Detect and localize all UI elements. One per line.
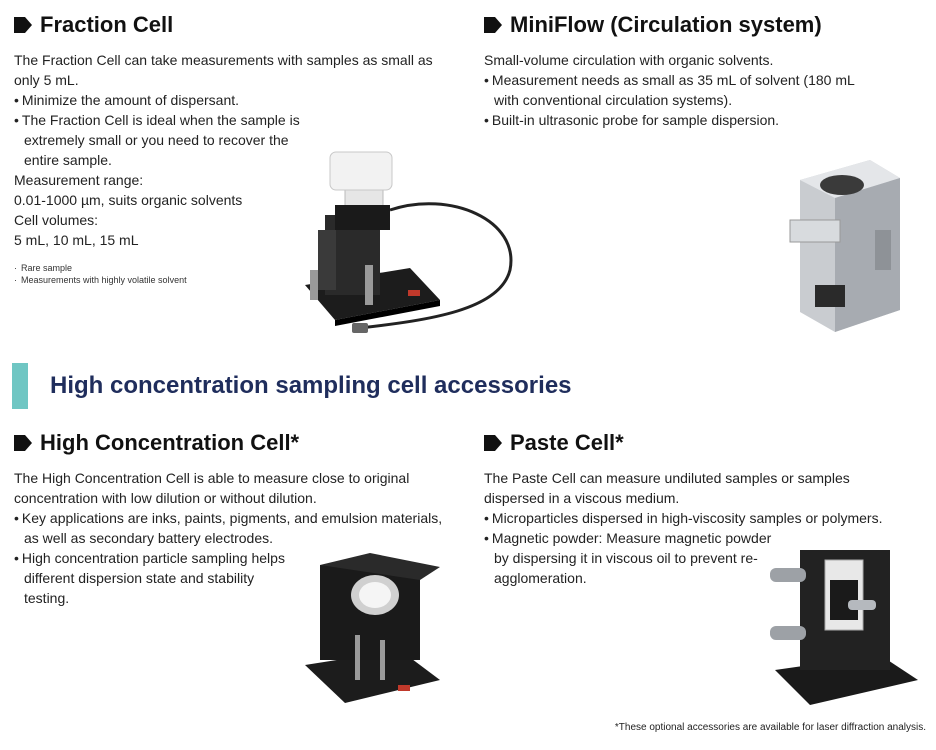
high-conc-cell-section: High Concentration Cell* The High Concen… xyxy=(14,430,444,608)
fraction-cell-bullet: The Fraction Cell is ideal when the samp… xyxy=(14,110,309,170)
banner-accent-bar xyxy=(12,363,28,409)
paste-cell-section: Paste Cell* The Paste Cell can measure u… xyxy=(484,430,924,588)
paste-cell-title: Paste Cell* xyxy=(484,430,924,456)
fraction-cell-intro: The Fraction Cell can take measurements … xyxy=(14,52,433,88)
fraction-cell-note: Measurements with highly volatile solven… xyxy=(14,274,434,286)
fraction-cell-title: Fraction Cell xyxy=(14,12,434,38)
high-conc-cell-title: High Concentration Cell* xyxy=(14,430,444,456)
paste-cell-bullet: Magnetic powder: Measure magnetic powder… xyxy=(484,528,774,588)
section-banner: High concentration sampling cell accesso… xyxy=(12,363,924,409)
miniflow-title: MiniFlow (Circulation system) xyxy=(484,12,924,38)
fraction-cell-volumes-label: Cell volumes: xyxy=(14,212,99,228)
paste-cell-image xyxy=(770,550,918,705)
miniflow-intro: Small-volume circulation with organic so… xyxy=(484,52,774,68)
fraction-cell-section: Fraction Cell The Fraction Cell can take… xyxy=(14,12,434,286)
banner-title: High concentration sampling cell accesso… xyxy=(50,372,572,399)
footnote: *These optional accessories are availabl… xyxy=(614,722,926,733)
fraction-cell-image xyxy=(305,151,513,333)
pentagon-bullet-icon xyxy=(14,435,32,451)
miniflow-bullet: Measurement needs as small as 35 mL of s… xyxy=(484,70,864,110)
fraction-cell-volumes-value: 5 mL, 10 mL, 15 mL xyxy=(14,232,139,248)
paste-cell-bullet: Microparticles dispersed in high-viscosi… xyxy=(484,508,894,528)
paste-cell-title-text: Paste Cell* xyxy=(510,430,624,455)
paste-cell-intro: The Paste Cell can measure undiluted sam… xyxy=(484,470,850,506)
high-conc-cell-bullet: High concentration particle sampling hel… xyxy=(14,548,294,608)
fraction-cell-bullet: Minimize the amount of dispersant. xyxy=(14,90,434,110)
high-conc-cell-image xyxy=(305,553,440,703)
fraction-cell-note: Rare sample xyxy=(14,262,434,274)
pentagon-bullet-icon xyxy=(484,435,502,451)
fraction-cell-range-label: Measurement range: xyxy=(14,172,144,188)
high-conc-cell-title-text: High Concentration Cell* xyxy=(40,430,300,455)
fraction-cell-title-text: Fraction Cell xyxy=(40,12,174,37)
high-conc-cell-bullet: Key applications are inks, paints, pigme… xyxy=(14,508,449,548)
miniflow-section: MiniFlow (Circulation system) Small-volu… xyxy=(484,12,924,130)
pentagon-bullet-icon xyxy=(14,17,32,33)
miniflow-image xyxy=(789,160,900,332)
high-conc-cell-intro: The High Concentration Cell is able to m… xyxy=(14,470,410,506)
fraction-cell-range-value: 0.01-1000 µm, suits organic solvents xyxy=(14,192,243,208)
miniflow-bullet: Built-in ultrasonic probe for sample dis… xyxy=(484,110,924,130)
miniflow-title-text: MiniFlow (Circulation system) xyxy=(510,12,822,37)
pentagon-bullet-icon xyxy=(484,17,502,33)
